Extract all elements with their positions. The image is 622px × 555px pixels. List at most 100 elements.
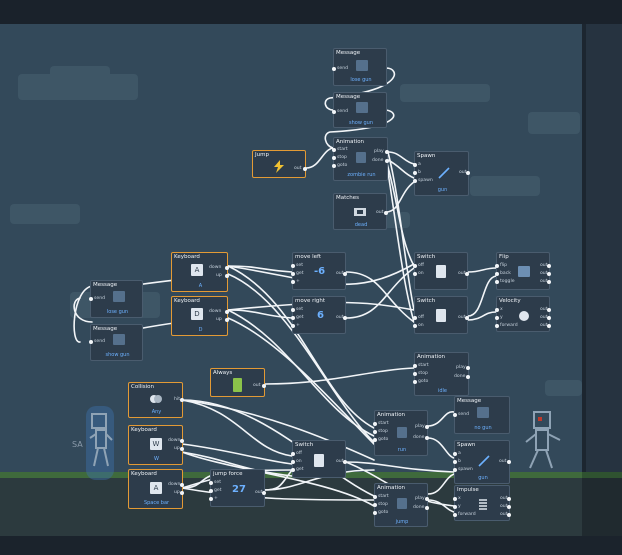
input-pin[interactable] — [291, 280, 295, 284]
output-pin[interactable] — [180, 491, 184, 495]
message-node-no-gun[interactable]: Message send no gun — [453, 396, 510, 434]
input-pin[interactable] — [89, 297, 93, 301]
input-pin[interactable] — [373, 511, 377, 515]
input-pin[interactable] — [413, 364, 417, 368]
output-pin[interactable] — [507, 497, 511, 501]
animation-node-jump[interactable]: Animation start stop goto play done jump — [373, 483, 429, 527]
message-node-show-gun[interactable]: Message send show gun — [332, 92, 387, 128]
input-pin[interactable] — [413, 264, 417, 268]
input-pin[interactable] — [453, 460, 457, 464]
matches-node-dead[interactable]: Matches out dead — [333, 193, 388, 230]
player-sprite[interactable] — [80, 404, 120, 484]
input-pin[interactable] — [373, 422, 377, 426]
collision-node[interactable]: Collision hit Any — [128, 382, 184, 418]
output-pin[interactable] — [425, 425, 429, 429]
input-pin[interactable] — [495, 280, 499, 284]
output-pin[interactable] — [180, 447, 184, 451]
output-pin[interactable] — [465, 316, 469, 320]
input-pin[interactable] — [89, 340, 93, 344]
keyboard-node-a[interactable]: Keyboard down up A A — [171, 252, 229, 292]
input-pin[interactable] — [373, 495, 377, 499]
message-node-show-gun-left[interactable]: Message send show gun — [89, 324, 143, 361]
output-pin[interactable] — [507, 505, 511, 509]
keyboard-node-w[interactable]: Keyboard down up W W — [128, 425, 184, 465]
input-pin[interactable] — [291, 264, 295, 268]
output-pin[interactable] — [465, 272, 469, 276]
output-pin[interactable] — [547, 272, 551, 276]
input-pin[interactable] — [495, 324, 499, 328]
input-pin[interactable] — [332, 67, 336, 71]
input-pin[interactable] — [495, 308, 499, 312]
input-pin[interactable] — [495, 272, 499, 276]
output-pin[interactable] — [547, 308, 551, 312]
output-pin[interactable] — [180, 439, 184, 443]
input-pin[interactable] — [453, 452, 457, 456]
input-pin[interactable] — [453, 468, 457, 472]
spawn-node-gun-top[interactable]: Spawn a b spawn out gun — [413, 151, 470, 196]
input-pin[interactable] — [209, 481, 213, 485]
output-pin[interactable] — [225, 310, 229, 314]
output-pin[interactable] — [547, 316, 551, 320]
output-pin[interactable] — [425, 506, 429, 510]
output-pin[interactable] — [384, 211, 388, 215]
output-pin[interactable] — [225, 318, 229, 322]
jump-force-variable-node[interactable]: jump force set get + out 27 — [209, 469, 266, 507]
move-left-variable-node[interactable]: move left set get + out -6 — [291, 252, 347, 290]
input-pin[interactable] — [453, 505, 457, 509]
animation-node-zombie-run[interactable]: Animation start stop goto play done zomb… — [332, 137, 389, 181]
message-node-lose-gun[interactable]: Message send lose gun — [332, 48, 387, 86]
output-pin[interactable] — [343, 316, 347, 320]
input-pin[interactable] — [413, 380, 417, 384]
input-pin[interactable] — [373, 438, 377, 442]
input-pin[interactable] — [332, 110, 336, 114]
input-pin[interactable] — [332, 164, 336, 168]
message-node-lose-gun-left[interactable]: Message send lose gun — [89, 280, 143, 318]
switch-node-top[interactable]: Switch off on out — [413, 252, 469, 290]
output-pin[interactable] — [547, 324, 551, 328]
input-pin[interactable] — [495, 316, 499, 320]
animation-node-run[interactable]: Animation start stop goto play done run — [373, 410, 429, 456]
move-right-variable-node[interactable]: move right set get + out 6 — [291, 296, 347, 334]
output-pin[interactable] — [466, 171, 470, 175]
input-pin[interactable] — [291, 272, 295, 276]
keyboard-node-d[interactable]: Keyboard down up D D — [171, 296, 229, 336]
input-pin[interactable] — [373, 430, 377, 434]
input-pin[interactable] — [495, 264, 499, 268]
input-pin[interactable] — [209, 497, 213, 501]
output-pin[interactable] — [180, 398, 184, 402]
input-pin[interactable] — [291, 316, 295, 320]
jump-trigger-node[interactable]: Jump out — [252, 150, 307, 178]
input-pin[interactable] — [413, 163, 417, 167]
output-pin[interactable] — [425, 436, 429, 440]
output-pin[interactable] — [343, 272, 347, 276]
input-pin[interactable] — [413, 171, 417, 175]
input-pin[interactable] — [373, 503, 377, 507]
output-pin[interactable] — [343, 460, 347, 464]
input-pin[interactable] — [413, 316, 417, 320]
velocity-node[interactable]: Velocity x y forward out out out — [495, 296, 551, 332]
input-pin[interactable] — [453, 513, 457, 517]
input-pin[interactable] — [413, 324, 417, 328]
animation-node-idle[interactable]: Animation start stop goto play done idle — [413, 352, 470, 396]
input-pin[interactable] — [453, 413, 457, 417]
output-pin[interactable] — [425, 497, 429, 501]
zombie-sprite[interactable] — [520, 410, 564, 476]
switch-node-mid[interactable]: Switch off on out — [413, 296, 469, 334]
always-node[interactable]: Always out — [210, 368, 266, 397]
input-pin[interactable] — [332, 148, 336, 152]
output-pin[interactable] — [547, 264, 551, 268]
output-pin[interactable] — [225, 274, 229, 278]
input-pin[interactable] — [453, 497, 457, 501]
output-pin[interactable] — [385, 150, 389, 154]
output-pin[interactable] — [507, 460, 511, 464]
input-pin[interactable] — [291, 452, 295, 456]
output-pin[interactable] — [225, 266, 229, 270]
output-pin[interactable] — [262, 384, 266, 388]
input-pin[interactable] — [209, 489, 213, 493]
output-pin[interactable] — [180, 483, 184, 487]
output-pin[interactable] — [262, 491, 266, 495]
input-pin[interactable] — [291, 460, 295, 464]
impulse-node[interactable]: Impulse x y forward out out out — [453, 485, 511, 521]
output-pin[interactable] — [385, 159, 389, 163]
